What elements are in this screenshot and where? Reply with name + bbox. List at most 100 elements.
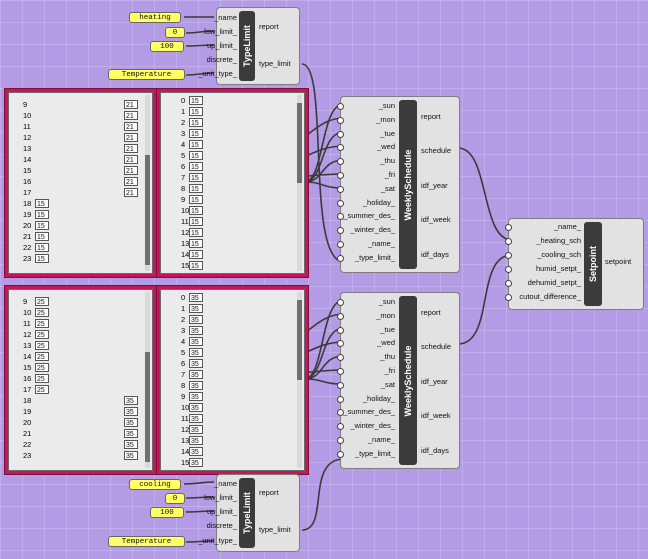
weekly_top-out-4[interactable]: idf_days xyxy=(421,250,449,259)
typelimit-top-in-1[interactable]: low_limit_ xyxy=(204,27,237,36)
value-box[interactable]: 35 xyxy=(124,418,138,427)
typelimit-bottom-in-3[interactable]: discrete_ xyxy=(206,521,237,530)
value-box[interactable]: 21 xyxy=(124,144,138,153)
input-grip[interactable] xyxy=(337,354,344,362)
weekly_top-in-6[interactable]: _sat xyxy=(380,183,395,193)
value-box[interactable]: 35 xyxy=(189,425,203,434)
value-box[interactable]: 25 xyxy=(35,341,49,350)
value-box[interactable]: 35 xyxy=(189,447,203,456)
heating-hour-scroll-thumb[interactable] xyxy=(145,155,150,265)
weekly_bottom-in-2[interactable]: _tue xyxy=(380,324,395,334)
value-box[interactable]: 15 xyxy=(189,195,203,204)
value-box[interactable]: 35 xyxy=(189,436,203,445)
value-box[interactable]: 15 xyxy=(189,129,203,138)
typelimit-top-out-1[interactable]: type_limit xyxy=(259,59,291,68)
weekly_top-in-8[interactable]: _summer_des_ xyxy=(343,211,395,221)
weekly_bottom-in-3[interactable]: _wed xyxy=(377,338,395,348)
cooling-unit-param[interactable]: Temperature xyxy=(108,536,185,547)
typelimit-bottom-in-1[interactable]: low_limit_ xyxy=(204,493,237,502)
value-box[interactable]: 15 xyxy=(189,107,203,116)
typelimit-bottom-in-2[interactable]: up_limit_ xyxy=(206,507,237,516)
input-grip[interactable] xyxy=(337,254,344,262)
weekly_bottom-in-4[interactable]: _thu xyxy=(380,352,395,362)
value-box[interactable]: 21 xyxy=(124,133,138,142)
value-box[interactable]: 25 xyxy=(35,297,49,306)
weekly_top-in-4[interactable]: _thu xyxy=(380,156,395,166)
input-grip[interactable] xyxy=(337,199,344,207)
value-box[interactable]: 15 xyxy=(189,261,203,270)
heating-low-param[interactable]: 0 xyxy=(165,27,185,38)
value-box[interactable]: 35 xyxy=(189,304,203,313)
value-box[interactable]: 15 xyxy=(189,140,203,149)
setpoint-out-0[interactable]: setpoint xyxy=(605,257,632,266)
value-box[interactable]: 35 xyxy=(189,359,203,368)
value-box[interactable]: 35 xyxy=(189,414,203,423)
typelimit-bottom-in-0[interactable]: _name xyxy=(214,479,237,488)
setpoint-in-3[interactable]: humid_setpt_ xyxy=(535,264,581,273)
setpoint-in-1[interactable]: _heating_sch xyxy=(536,236,581,245)
input-grip[interactable] xyxy=(337,130,344,138)
cooling-list-scroll-thumb[interactable] xyxy=(297,300,302,380)
input-grip[interactable] xyxy=(337,326,344,334)
input-grip[interactable] xyxy=(337,312,344,320)
heating-unit-param[interactable]: Temperature xyxy=(108,69,185,80)
heating-list-scrollbar[interactable] xyxy=(297,95,302,271)
weekly_bottom-in-1[interactable]: _mon xyxy=(376,310,395,320)
weekly_bottom-out-3[interactable]: idf_week xyxy=(421,411,451,420)
typelimit-top-component[interactable]: TypeLimit _name low_limit_ up_limit_ dis… xyxy=(198,7,300,85)
value-box[interactable]: 35 xyxy=(189,326,203,335)
weekly_bottom-in-6[interactable]: _sat xyxy=(380,379,395,389)
weekly_top-in-5[interactable]: _fri xyxy=(384,170,395,179)
input-grip[interactable] xyxy=(337,144,344,152)
value-box[interactable]: 35 xyxy=(189,458,203,467)
input-grip[interactable] xyxy=(505,238,512,245)
value-box[interactable]: 35 xyxy=(189,381,203,390)
weekly_bottom-in-5[interactable]: _fri xyxy=(384,366,395,375)
weekly_top-in-3[interactable]: _wed xyxy=(377,142,395,152)
input-grip[interactable] xyxy=(505,294,512,301)
weekly_bottom-out-2[interactable]: idf_year xyxy=(421,377,448,386)
input-grip[interactable] xyxy=(337,368,344,375)
value-box[interactable]: 15 xyxy=(189,239,203,248)
value-box[interactable]: 35 xyxy=(189,337,203,346)
input-grip[interactable] xyxy=(337,241,344,248)
weekly_bottom-in-10[interactable]: _name_ xyxy=(367,435,395,444)
value-box[interactable]: 15 xyxy=(189,206,203,215)
weekly_top-out-2[interactable]: idf_year xyxy=(421,181,448,190)
weekly_top-in-9[interactable]: _winter_des_ xyxy=(350,225,395,235)
setpoint-in-0[interactable]: _name_ xyxy=(553,222,581,231)
weekly_top-in-11[interactable]: _type_limit_ xyxy=(354,252,395,262)
value-box[interactable]: 21 xyxy=(124,100,138,109)
value-box[interactable]: 15 xyxy=(35,232,49,241)
weekly_top-out-3[interactable]: idf_week xyxy=(421,215,451,224)
input-grip[interactable] xyxy=(337,409,344,417)
value-box[interactable]: 15 xyxy=(35,254,49,263)
value-box[interactable]: 21 xyxy=(124,166,138,175)
weekly_top-out-0[interactable]: report xyxy=(421,112,441,121)
value-box[interactable]: 21 xyxy=(124,188,138,197)
input-grip[interactable] xyxy=(505,280,512,287)
input-grip[interactable] xyxy=(337,172,344,179)
value-box[interactable]: 25 xyxy=(35,308,49,317)
typelimit-bottom-component[interactable]: TypeLimit _name low_limit_ up_limit_ dis… xyxy=(198,474,300,552)
weekly_top-out-1[interactable]: schedule xyxy=(421,146,452,155)
cooling-low-param[interactable]: 0 xyxy=(165,493,185,504)
value-box[interactable]: 15 xyxy=(189,118,203,127)
value-box[interactable]: 15 xyxy=(35,243,49,252)
value-box[interactable]: 35 xyxy=(189,315,203,324)
typelimit-bottom-in-4[interactable]: _unit_type_ xyxy=(198,536,237,545)
value-box[interactable]: 15 xyxy=(189,250,203,259)
typelimit-top-in-4[interactable]: _unit_type_ xyxy=(198,69,237,78)
input-grip[interactable] xyxy=(337,381,344,389)
value-box[interactable]: 15 xyxy=(189,96,203,105)
input-grip[interactable] xyxy=(337,299,344,306)
typelimit-top-out-0[interactable]: report xyxy=(259,22,279,31)
cooling-name-param[interactable]: cooling xyxy=(129,479,181,490)
value-box[interactable]: 35 xyxy=(124,440,138,449)
typelimit-top-in-0[interactable]: _name xyxy=(214,13,237,22)
input-grip[interactable] xyxy=(505,252,512,259)
typelimit-top-in-3[interactable]: discrete_ xyxy=(206,55,237,64)
value-box[interactable]: 15 xyxy=(189,217,203,226)
